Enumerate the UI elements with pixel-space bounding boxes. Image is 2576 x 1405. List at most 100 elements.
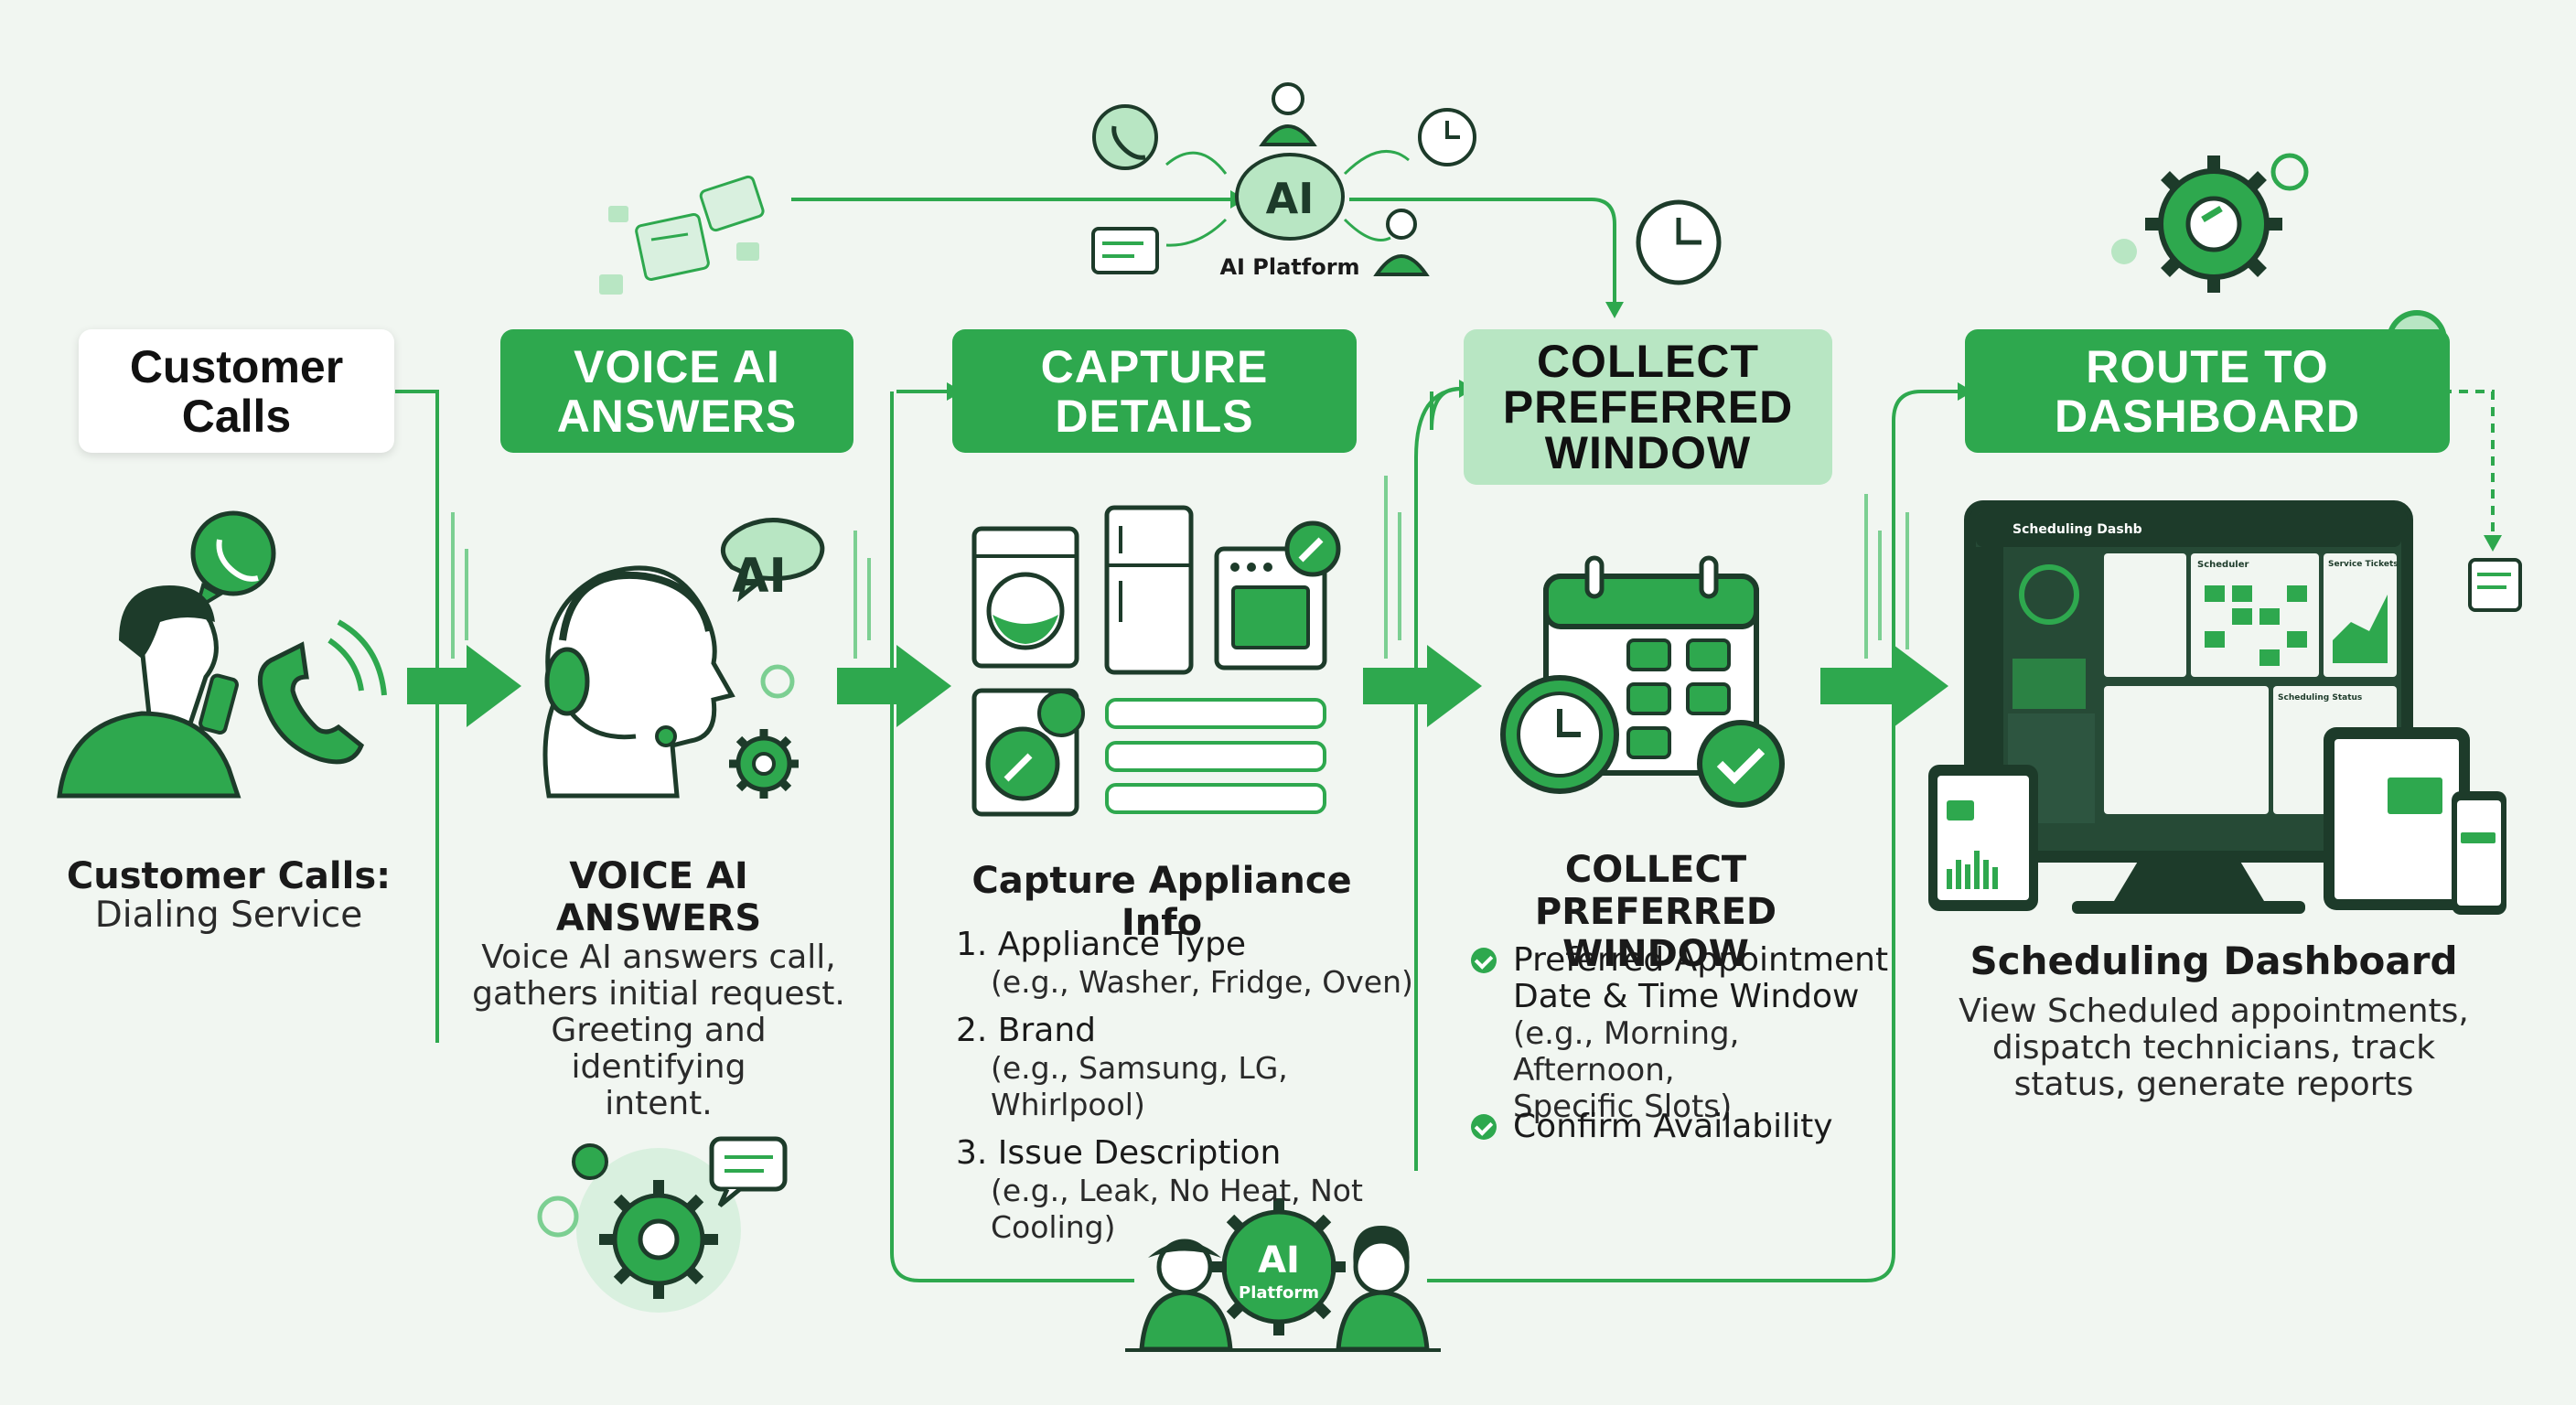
whatsapp-icon [190, 510, 276, 596]
header-line: ROUTE TO [2086, 340, 2329, 392]
header-line: Calls [181, 390, 292, 442]
dashboard-screen-title: Scheduling Dashb [2012, 522, 2142, 537]
header-line: WINDOW [1544, 427, 1752, 478]
check-detail: (e.g., Morning, Afternoon, [1513, 1015, 1740, 1089]
step-title: VOICE AI ANSWERS [555, 855, 762, 939]
flow-arrow-4 [1820, 645, 1948, 727]
signal-dashes [451, 476, 1909, 659]
check-icon [1697, 720, 1785, 808]
gear-icon [537, 1196, 579, 1238]
list-item: 1. Appliance Type [956, 926, 1247, 963]
connector-lines [395, 198, 2495, 1282]
header-line: COLLECT [1536, 336, 1760, 387]
list-item: 3. Issue Description [956, 1134, 1282, 1172]
title-line: WINDOW [1562, 933, 1749, 975]
customer-illustration [57, 510, 387, 799]
washer-icon [971, 526, 1079, 669]
headset-icon [559, 571, 713, 641]
calendar-illustration [1500, 555, 1785, 808]
washer-icon [971, 688, 1085, 817]
step-header-customer-calls: Customer Calls [79, 329, 394, 453]
top-ai-platform [1091, 82, 1722, 285]
step-body: View Scheduled appointments, dispatch te… [1958, 993, 2470, 1103]
step-header-voice-ai: VOICE AI ANSWERS [500, 329, 853, 453]
gear-icon [760, 664, 795, 699]
check-item-preferred-window: Preferred Appointment Date & Time Window… [1471, 942, 1892, 1125]
flow-arrows [407, 645, 1948, 727]
step-title: Scheduling Dashboard [1970, 938, 2458, 983]
gear-icon [572, 1143, 608, 1180]
step-body: Voice AI answers call, gathers initial r… [467, 939, 851, 1122]
body-line: View Scheduled appointments, [1959, 992, 2469, 1030]
fridge-icon [1104, 505, 1194, 675]
bottom-ai-platform [1125, 1198, 1441, 1352]
body-line: Voice AI answers call, [481, 938, 836, 976]
check-line: Date & Time Window [1513, 978, 1860, 1015]
dashboard-devices [1928, 500, 2522, 915]
flow-arrow-2 [837, 645, 951, 727]
header-line: DASHBOARD [2055, 390, 2360, 442]
check-line: Preferred Appointment [1513, 941, 1889, 979]
gear-icon [2270, 153, 2309, 191]
person-icon [1353, 1239, 1410, 1295]
body-line: intent. [605, 1085, 713, 1122]
header-line: Customer [129, 340, 344, 392]
check-line: Confirm Availability [1513, 1108, 1833, 1145]
person-icon [1386, 209, 1417, 240]
bottom-connector-left [890, 1043, 1134, 1282]
oven-icon [1214, 546, 1327, 670]
ai-bubble [721, 518, 825, 603]
collect-window-title: COLLECT PREFERRED WINDOW [1454, 849, 1857, 975]
top-ai-platform-label: AI Platform [1219, 254, 1360, 280]
dashboard-scheduler-label: Scheduler [2197, 560, 2249, 570]
top-ai-badge-label: AI [1265, 174, 1315, 223]
gear-icon [1037, 690, 1085, 737]
voice-ai-illustration [542, 518, 825, 799]
floating-cards [599, 175, 765, 295]
check-icon [1471, 948, 1497, 973]
body-line: gathers initial request. [472, 975, 845, 1013]
header-line: CAPTURE [1040, 340, 1269, 392]
step-header-route-dashboard: ROUTE TO DASHBOARD [1965, 329, 2450, 453]
person-icon [1272, 82, 1304, 115]
bottom-ai-platform-label: Platform [1239, 1283, 1319, 1303]
capture-appliance-title: Capture Appliance Info [971, 860, 1352, 944]
body-line: dispatch technicians, track [1991, 1029, 2436, 1067]
header-line: PREFERRED [1502, 381, 1794, 433]
list-item-detail: (e.g., Washer, Fridge, Oven) [991, 964, 1413, 1000]
appliance-info-list: 1. Appliance Type (e.g., Washer, Fridge,… [956, 926, 1432, 1246]
voice-ai-text: VOICE AI ANSWERS Voice AI answers call, … [467, 855, 851, 1122]
wrench-icon [1284, 520, 1341, 577]
step-title: Customer Calls: [66, 855, 392, 897]
body-line: status, generate reports [2013, 1066, 2414, 1103]
flow-arrow-3 [1363, 645, 1482, 727]
voice-ai-bubble-label: AI [732, 549, 787, 604]
header-line: VOICE AI [574, 340, 780, 392]
list-item-detail: (e.g., Leak, No Heat, Not Cooling) [991, 1173, 1363, 1245]
list-item: 2. Brand [956, 1012, 1097, 1049]
dashboard-tickets-label: Service Tickets [2328, 560, 2399, 569]
phone-icon [257, 641, 365, 765]
bottom-connector-right [1427, 390, 1958, 1282]
form-lines [1105, 698, 1326, 814]
scheduling-dashboard-text: Scheduling Dashboard View Scheduled appo… [1958, 940, 2470, 1103]
header-line: DETAILS [1055, 390, 1254, 442]
chat-icon [2468, 558, 2522, 612]
step-header-capture-details: CAPTURE DETAILS [952, 329, 1357, 453]
bottom-ai-badge-label: AI [1258, 1239, 1300, 1282]
step-header-collect-window: COLLECT PREFERRED WINDOW [1464, 329, 1832, 485]
phone-icon [1092, 104, 1158, 170]
chat-icon [1091, 227, 1159, 274]
check-icon [1471, 1114, 1497, 1140]
flow-arrow-1 [407, 645, 521, 727]
customer-calls-text: Customer Calls: Dialing Service [37, 855, 421, 934]
top-ai-badge [1235, 153, 1345, 241]
body-line: Greeting and identifying [551, 1012, 767, 1086]
check-detail: Specific Slots) [1513, 1089, 1733, 1125]
step-body: Dialing Service [37, 897, 421, 934]
gear-icon [729, 729, 799, 799]
gears-chat-illustration [537, 1136, 788, 1313]
check-item-confirm-availability: Confirm Availability [1471, 1109, 1892, 1145]
dashboard-status-label: Scheduling Status [2278, 693, 2363, 702]
